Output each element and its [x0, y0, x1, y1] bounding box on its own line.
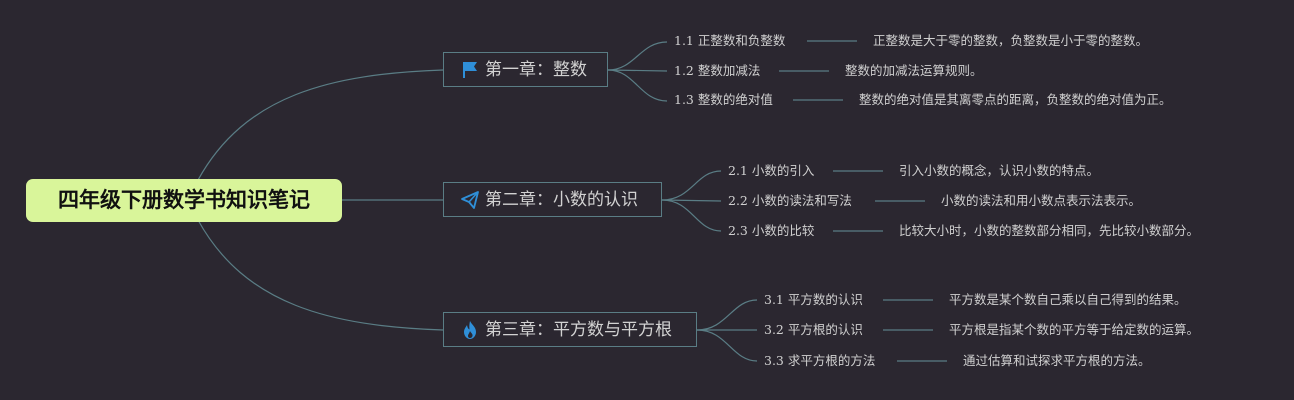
paper-plane-icon [460, 190, 480, 210]
link-ch2-topic-1 [661, 170, 722, 201]
link-root-chapter-3 [197, 219, 444, 331]
chapter-node-3[interactable]: 第三章：平方数与平方根 [443, 312, 697, 347]
link-ch1-topic-3 [607, 69, 668, 102]
topic-description: 平方数是某个数自己乘以自己得到的结果。 [949, 292, 1187, 307]
topic-label[interactable]: 2.2 小数的读法和写法 [728, 193, 852, 208]
flame-icon [460, 320, 480, 340]
link-ch3-topic-1 [696, 299, 758, 331]
flag-icon [460, 60, 480, 80]
link-ch3-topic-3 [696, 329, 758, 362]
root-node[interactable]: 四年级下册数学书知识笔记 [26, 179, 342, 222]
topic-label[interactable]: 1.3 整数的绝对值 [674, 92, 773, 107]
chapter-title: 第一章：整数 [485, 59, 587, 80]
topic-description: 通过估算和试探求平方根的方法。 [963, 353, 1151, 368]
topic-description: 整数的加减法运算规则。 [845, 63, 983, 78]
topic-label[interactable]: 2.3 小数的比较 [728, 223, 815, 238]
chapter-node-1[interactable]: 第一章：整数 [443, 52, 608, 87]
topic-label[interactable]: 3.3 求平方根的方法 [764, 353, 876, 368]
link-root-chapter-1 [197, 69, 444, 181]
topic-description: 比较大小时，小数的整数部分相同，先比较小数部分。 [899, 223, 1200, 238]
topic-description: 引入小数的概念，认识小数的特点。 [899, 163, 1100, 178]
topic-label[interactable]: 1.1 正整数和负整数 [674, 33, 786, 48]
topic-label[interactable]: 3.1 平方数的认识 [764, 292, 863, 307]
chapter-title: 第三章：平方数与平方根 [485, 319, 672, 340]
chapter-title: 第二章：小数的认识 [485, 189, 638, 210]
topic-label[interactable]: 2.1 小数的引入 [728, 163, 815, 178]
chapter-node-2[interactable]: 第二章：小数的认识 [443, 182, 662, 217]
topic-description: 正整数是大于零的整数，负整数是小于零的整数。 [873, 33, 1149, 48]
topic-description: 整数的绝对值是其离零点的距离，负整数的绝对值为正。 [859, 92, 1172, 107]
topic-label[interactable]: 1.2 整数加减法 [674, 63, 761, 78]
topic-label[interactable]: 3.2 平方根的认识 [764, 322, 863, 337]
topic-description: 平方根是指某个数的平方等于给定数的运算。 [949, 322, 1200, 337]
link-ch1-topic-1 [607, 41, 668, 71]
link-ch1-topic-2 [607, 69, 668, 72]
link-ch2-topic-2 [661, 199, 722, 202]
topic-description: 小数的读法和用小数点表示法表示。 [941, 193, 1142, 208]
link-ch2-topic-3 [661, 199, 722, 232]
